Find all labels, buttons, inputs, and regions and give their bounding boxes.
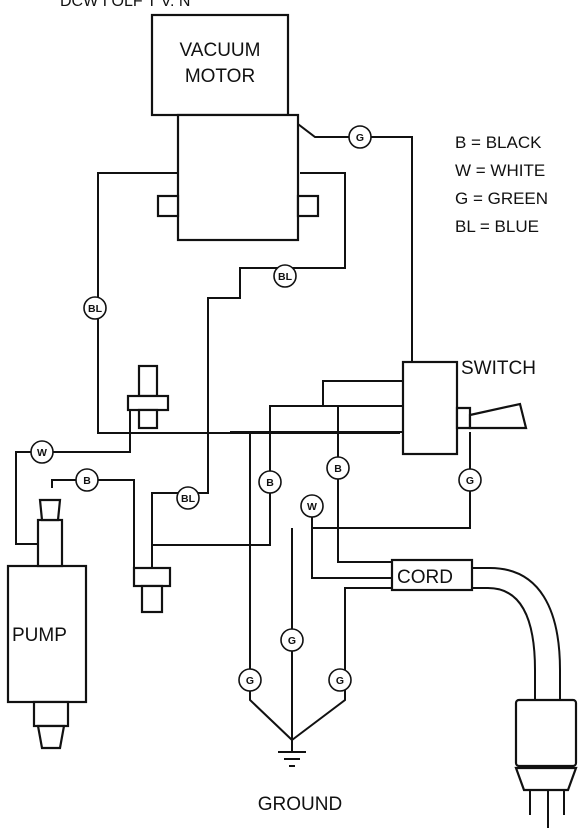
- svg-text:G: G: [466, 475, 474, 487]
- ground-symbol: GROUND: [258, 740, 342, 815]
- pump-label: PUMP: [12, 625, 67, 646]
- wire-tag-w-pump: W: [30, 440, 54, 464]
- legend-item-blue: BL = BLUE: [455, 217, 539, 236]
- svg-text:G: G: [246, 675, 254, 687]
- float-switch: [126, 364, 170, 430]
- vacuum-motor-label-2: MOTOR: [185, 66, 255, 87]
- ground-label: GROUND: [258, 794, 342, 815]
- header-fragment: DCW I OLF T V. N: [60, 0, 190, 10]
- wire-tag-bl-valve: BL: [176, 486, 200, 510]
- switch: SWITCH: [401, 358, 536, 456]
- wire-tag-g-motor: G: [348, 125, 372, 149]
- legend-item-white: W = WHITE: [455, 161, 545, 180]
- wire-tag-g-ground-left: G: [238, 668, 262, 692]
- wire-tag-bl-motor: BL: [273, 264, 297, 288]
- switch-label: SWITCH: [461, 358, 536, 379]
- svg-text:W: W: [37, 447, 47, 459]
- wire-tag-w-center: W: [300, 494, 324, 518]
- svg-text:B: B: [266, 477, 274, 489]
- wire-tag-b-center: B: [258, 470, 282, 494]
- wire-tag-b-switch: B: [326, 456, 350, 480]
- vacuum-motor-label-1: VACUUM: [180, 40, 261, 61]
- svg-text:W: W: [307, 501, 317, 513]
- wire-tag-g-ground-right: G: [328, 668, 352, 692]
- svg-text:G: G: [336, 675, 344, 687]
- wire-tag-b-pump: B: [75, 468, 99, 492]
- svg-text:BL: BL: [88, 303, 103, 315]
- wire-tag-bl-left: BL: [83, 296, 107, 320]
- solenoid-valve: [132, 566, 172, 614]
- cord-junction: CORD: [390, 558, 474, 592]
- svg-text:BL: BL: [278, 271, 293, 283]
- svg-text:G: G: [288, 635, 296, 647]
- wire-tag-g-switch: G: [458, 468, 482, 492]
- cord-label: CORD: [397, 567, 453, 588]
- svg-text:BL: BL: [181, 493, 196, 505]
- legend-item-green: G = GREEN: [455, 189, 548, 208]
- pump: PUMP: [6, 498, 88, 750]
- color-legend: B = BLACK W = WHITE G = GREEN BL = BLUE: [455, 133, 548, 236]
- wire-tag-g-ground-mid: G: [280, 628, 304, 652]
- svg-text:G: G: [356, 132, 364, 144]
- legend-item-black: B = BLACK: [455, 133, 542, 152]
- svg-text:B: B: [334, 463, 342, 475]
- vacuum-motor: VACUUM MOTOR: [150, 13, 320, 242]
- svg-text:B: B: [83, 475, 91, 487]
- plug: [514, 698, 578, 828]
